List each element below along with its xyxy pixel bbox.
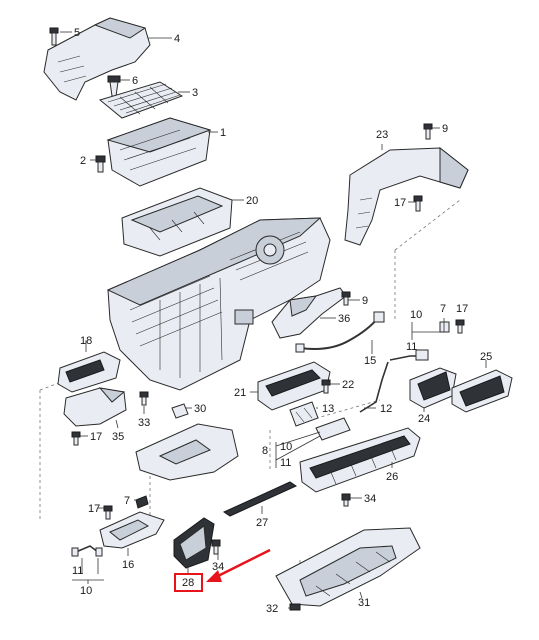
screw-17-top bbox=[413, 195, 423, 212]
part-10-mid-bracket bbox=[315, 417, 351, 441]
label-34-right: 34 bbox=[364, 493, 376, 505]
screw-34-bottom bbox=[211, 539, 221, 555]
part-28-actuator bbox=[173, 517, 215, 569]
label-21: 21 bbox=[234, 387, 246, 399]
label-11-right: 11 bbox=[406, 341, 417, 353]
part-3-filter bbox=[98, 81, 184, 119]
label-22: 22 bbox=[342, 379, 354, 391]
label-2: 2 bbox=[80, 155, 86, 167]
screw-34-right bbox=[341, 493, 351, 507]
label-4: 4 bbox=[174, 33, 180, 45]
label-5: 5 bbox=[74, 27, 80, 39]
label-11-mid: 11 bbox=[280, 457, 291, 469]
part-23-duct bbox=[344, 146, 469, 246]
part-21-vent bbox=[257, 361, 331, 411]
part-13-bracket bbox=[289, 401, 319, 427]
part-27-trim bbox=[222, 481, 298, 517]
label-3: 3 bbox=[192, 87, 198, 99]
label-12: 12 bbox=[380, 403, 392, 415]
part-25-vent bbox=[451, 369, 513, 413]
part-18-vent bbox=[57, 351, 121, 393]
screw-2 bbox=[95, 155, 106, 173]
part-labels: 4 5 6 3 1 2 20 23 9 17 9 36 15 10 11 7 1… bbox=[72, 27, 492, 615]
label-10-mid: 10 bbox=[280, 441, 292, 453]
label-34-bottom: 34 bbox=[212, 561, 224, 573]
label-1: 1 bbox=[220, 127, 226, 139]
leader-lines bbox=[60, 31, 487, 609]
label-24: 24 bbox=[418, 413, 430, 425]
part-15-cable bbox=[295, 311, 385, 353]
lower-console-base bbox=[135, 423, 239, 481]
label-8: 8 bbox=[262, 445, 268, 457]
part-16-bracket bbox=[99, 511, 165, 549]
label-26: 26 bbox=[386, 471, 398, 483]
label-35: 35 bbox=[112, 431, 124, 443]
label-31: 31 bbox=[358, 597, 370, 609]
label-16: 16 bbox=[122, 559, 134, 571]
label-28: 28 bbox=[182, 577, 194, 589]
screw-5 bbox=[49, 27, 59, 46]
label-18: 18 bbox=[80, 335, 92, 347]
label-7-right: 7 bbox=[440, 303, 446, 315]
part-20-tray bbox=[121, 187, 233, 257]
label-17-top: 17 bbox=[394, 197, 406, 209]
part-26-vent bbox=[299, 427, 421, 493]
label-10-right: 10 bbox=[410, 309, 422, 321]
label-23: 23 bbox=[376, 129, 388, 141]
label-17-bottom: 17 bbox=[88, 503, 100, 515]
red-arrowhead-icon bbox=[206, 570, 222, 582]
part-12-cable bbox=[359, 349, 429, 413]
part-4-duct-cover bbox=[43, 17, 151, 101]
screw-17-bottom bbox=[103, 505, 113, 520]
screw-17-left bbox=[71, 431, 81, 446]
clip-30 bbox=[171, 403, 189, 419]
label-33: 33 bbox=[138, 417, 150, 429]
part-1-filter-housing bbox=[106, 117, 212, 187]
screw-32 bbox=[289, 603, 301, 611]
part-31-floor-panel bbox=[275, 527, 421, 607]
label-27: 27 bbox=[256, 517, 268, 529]
wire-10-bottom bbox=[71, 545, 103, 557]
label-25: 25 bbox=[480, 351, 492, 363]
label-30: 30 bbox=[194, 403, 206, 415]
label-13: 13 bbox=[322, 403, 334, 415]
label-15: 15 bbox=[364, 355, 376, 367]
clip-7-left bbox=[135, 495, 149, 509]
label-9-mid: 9 bbox=[362, 295, 368, 307]
screw-9-top bbox=[423, 123, 433, 140]
part-35-duct bbox=[63, 387, 127, 427]
highlight-box bbox=[174, 573, 203, 592]
clip-6 bbox=[107, 75, 121, 97]
label-17-right: 17 bbox=[456, 303, 468, 315]
hvac-main-unit bbox=[106, 217, 331, 391]
label-20: 20 bbox=[246, 195, 258, 207]
clip-7-right bbox=[439, 321, 450, 333]
highlight-annotation bbox=[174, 548, 271, 592]
screw-17-right bbox=[455, 319, 465, 334]
label-6: 6 bbox=[132, 75, 138, 87]
label-17-left: 17 bbox=[90, 431, 102, 443]
label-11-bottom: 11 bbox=[72, 565, 83, 577]
red-arrow bbox=[213, 548, 271, 580]
label-9-top: 9 bbox=[442, 123, 448, 135]
screw-33 bbox=[139, 391, 149, 406]
label-32: 32 bbox=[266, 603, 278, 615]
part-24-vent bbox=[409, 367, 457, 409]
label-10-bottom: 10 bbox=[80, 585, 92, 597]
label-7-left: 7 bbox=[124, 495, 130, 507]
screw-9-mid bbox=[341, 291, 351, 306]
screw-22 bbox=[321, 379, 331, 394]
label-36: 36 bbox=[338, 313, 350, 325]
